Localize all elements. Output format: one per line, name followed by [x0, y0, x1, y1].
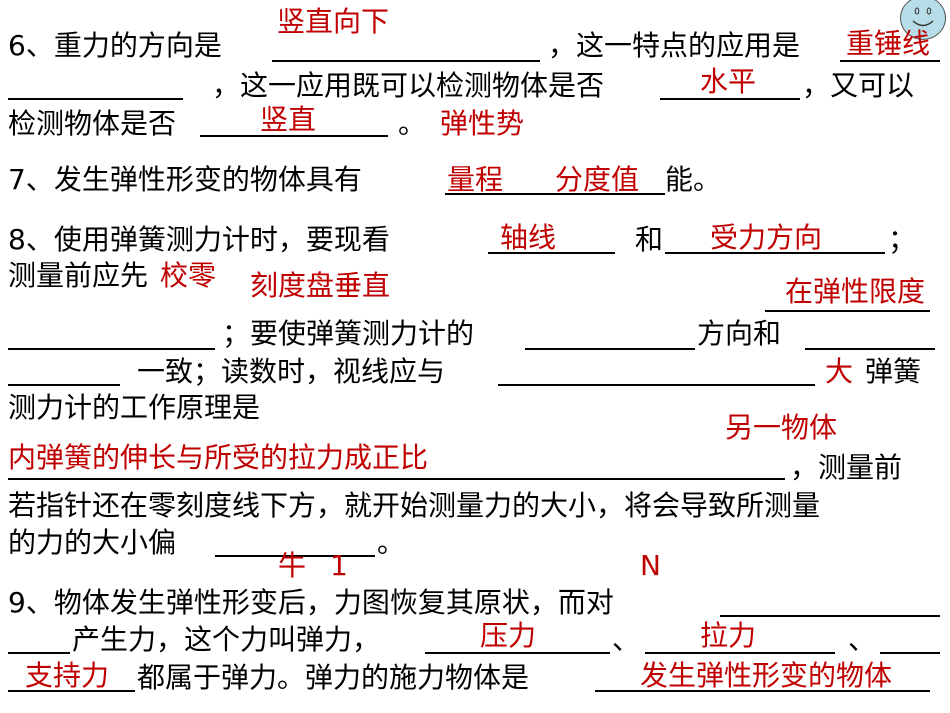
- answer: 轴线: [500, 221, 557, 254]
- q8-text: 的力的大小偏: [8, 526, 177, 559]
- answer: 另一物体: [725, 411, 838, 444]
- blank: [595, 690, 930, 692]
- blank: [272, 60, 540, 62]
- answer: 内弹簧的伸长与所受的拉力成正比: [8, 441, 429, 474]
- answer: 在弹性限度: [785, 275, 926, 308]
- answer: 竖直向下: [277, 5, 390, 38]
- answer: 发生弹性形变的物体: [640, 659, 893, 692]
- blank: [525, 348, 695, 350]
- q6-text: ，又可以: [802, 69, 915, 102]
- answer: 受力方向: [710, 221, 823, 254]
- q9-text: 都属于弹力。弹力的施力物体是: [137, 661, 530, 694]
- blank: [215, 555, 375, 557]
- q8-text: 一致；读数时，视线应与: [137, 355, 446, 388]
- blank: [8, 348, 215, 350]
- answer: 支持力: [25, 659, 110, 692]
- answer: 刻度盘垂直: [250, 269, 391, 302]
- blank: [665, 252, 885, 254]
- q6-text: ，这一特点的应用是: [548, 29, 801, 62]
- q6-text: 6、重力的方向是: [8, 29, 222, 62]
- q9-text: 9、物体发生弹性形变后，力图恢复其原状，而对: [8, 586, 614, 619]
- blank: [8, 478, 785, 480]
- blank: [805, 348, 935, 350]
- smiley-face-icon: [900, 0, 946, 40]
- answer: 牛: [278, 549, 307, 582]
- q8-text: ；要使弹簧测力计的: [222, 317, 475, 350]
- q8-text: ，测量前: [790, 451, 903, 484]
- q9-text: 产生力，这个力叫弹力，: [72, 623, 381, 656]
- q8-text: ；: [888, 223, 917, 256]
- q9-text: 、: [612, 623, 641, 656]
- q8-text: 方向和: [697, 317, 782, 350]
- q8-text: 若指针还在零刻度线下方，就开始测量力的大小，将会导致所测量: [8, 489, 821, 522]
- answer: 校零: [160, 259, 217, 292]
- q9-text: 、: [848, 623, 877, 656]
- q8-text: 和: [635, 223, 664, 256]
- answer: 大: [825, 355, 854, 388]
- q6-text: 检测物体是否: [8, 107, 177, 140]
- q8-text: 。: [377, 526, 406, 559]
- answer: 分度值: [555, 163, 640, 196]
- blank: [425, 652, 610, 654]
- q8-text: 8、使用弹簧测力计时，要现看: [8, 223, 390, 256]
- answer: 1: [330, 549, 348, 582]
- q6-text: ，这一应用既可以检测物体是否: [212, 69, 605, 102]
- blank: [720, 615, 940, 617]
- blank: [8, 652, 70, 654]
- q8-text: 弹簧: [865, 355, 922, 388]
- answer: 量程: [447, 163, 504, 196]
- blank: [498, 384, 815, 386]
- q8-text: 测量前应先: [8, 259, 149, 292]
- answer: 重锤线: [846, 27, 931, 60]
- q7-text: 能。: [665, 163, 722, 196]
- blank: [880, 652, 940, 654]
- blank: [840, 60, 940, 62]
- answer: 拉力: [700, 619, 757, 652]
- blank: [8, 98, 183, 100]
- q8-text: 测力计的工作原理是: [8, 391, 261, 424]
- blank: [8, 690, 135, 692]
- blank: [765, 310, 930, 312]
- q7-text: 7、发生弹性形变的物体具有: [8, 163, 362, 196]
- answer: 竖直: [260, 103, 317, 136]
- blank: [445, 193, 665, 195]
- blank: [660, 98, 800, 100]
- blank: [8, 384, 120, 386]
- answer: 弹性势: [440, 107, 525, 140]
- answer: 水平: [700, 65, 757, 98]
- blank: [645, 652, 835, 654]
- answer: N: [640, 549, 661, 582]
- q6-text: 。: [398, 107, 427, 140]
- answer: 压力: [480, 619, 537, 652]
- blank: [488, 252, 615, 254]
- blank: [200, 135, 388, 137]
